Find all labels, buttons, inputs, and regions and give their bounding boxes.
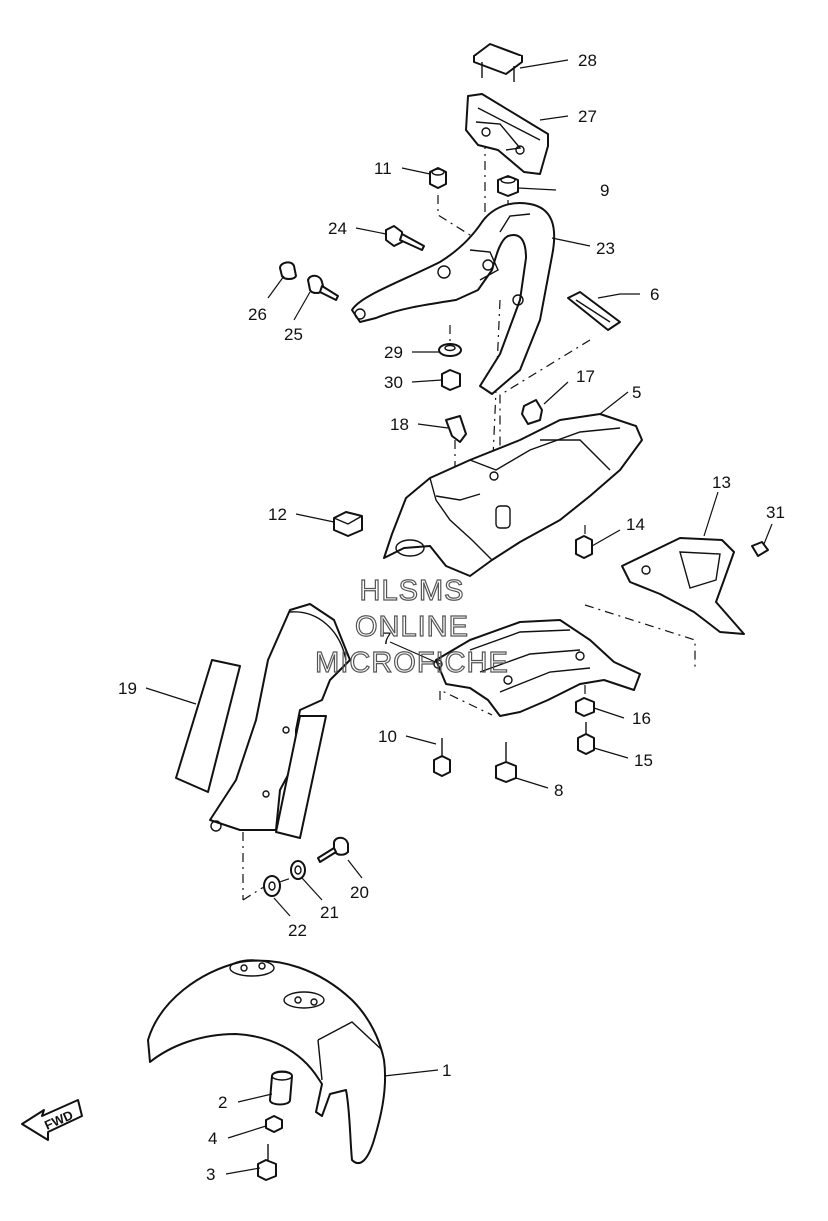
callout-31: 31 (766, 503, 785, 522)
part-6-emblem (567, 291, 621, 331)
callout-28: 28 (578, 51, 597, 70)
callout-9: 9 (600, 181, 609, 200)
part-9-nut (497, 175, 519, 197)
part-23-rear-carrier (351, 202, 556, 395)
part-27-rack-bracket (465, 93, 549, 175)
part-14-grommet (575, 535, 593, 559)
part-16-nut (575, 697, 595, 717)
part-3-bolt (257, 1144, 277, 1181)
watermark-line-1: HLSMS (360, 575, 465, 607)
part-24-bolt (385, 225, 425, 251)
callout-7: 7 (382, 629, 391, 648)
part-21-washer (290, 860, 306, 880)
watermark: HLSMS ONLINE MICROFICHE (315, 574, 509, 679)
callout-20: 20 (350, 883, 369, 902)
callout-6: 6 (650, 285, 659, 304)
part-2-collar (269, 1070, 293, 1106)
part-1-front-fender (147, 959, 387, 1165)
part-12-connector (333, 511, 363, 537)
callout-23: 23 (596, 239, 615, 258)
callout-17: 17 (576, 367, 595, 386)
callout-14: 14 (626, 515, 645, 534)
fwd-label: FWD (42, 1107, 75, 1133)
callout-19: 19 (118, 679, 137, 698)
callout-1: 1 (442, 1061, 451, 1080)
part-22-washer (263, 875, 281, 897)
callout-10: 10 (378, 727, 397, 746)
part-28-bracket-plate (473, 43, 523, 82)
callout-22: 22 (288, 921, 307, 940)
callout-27: 27 (578, 107, 597, 126)
callout-26: 26 (248, 305, 267, 324)
part-4-nut (265, 1115, 283, 1133)
part-15-bolt (577, 722, 595, 755)
callout-labels: 28 27 11 9 24 23 6 26 25 29 30 17 18 5 1… (118, 51, 785, 1184)
callout-21: 21 (320, 903, 339, 922)
callout-2: 2 (218, 1093, 227, 1112)
part-11-nut (429, 167, 447, 189)
callout-30: 30 (384, 373, 403, 392)
part-25-bolt (307, 274, 339, 301)
callout-4: 4 (208, 1129, 217, 1148)
watermark-line-3: MICROFICHE (315, 647, 509, 679)
callout-5: 5 (632, 383, 641, 402)
callout-18: 18 (390, 415, 409, 434)
part-19-inner-fender (175, 603, 351, 839)
callout-12: 12 (268, 505, 287, 524)
callout-8: 8 (554, 781, 563, 800)
callout-29: 29 (384, 343, 403, 362)
part-30-nut (441, 369, 461, 391)
part-18-clip (445, 415, 467, 443)
part-17-clip (521, 399, 543, 425)
callout-3: 3 (206, 1165, 215, 1184)
fwd-direction-arrow: FWD (21, 1099, 83, 1141)
callout-16: 16 (632, 709, 651, 728)
callout-24: 24 (328, 219, 347, 238)
callout-25: 25 (284, 325, 303, 344)
part-29-collar (438, 343, 462, 357)
part-5-rear-fender (383, 413, 643, 577)
callout-15: 15 (634, 751, 653, 770)
part-31-pad (751, 541, 769, 557)
part-26-cap-nut (279, 261, 297, 280)
part-13-tail-cover (621, 537, 745, 635)
callout-11: 11 (374, 159, 392, 178)
leader-lines (145, 59, 773, 1175)
part-20-bolt (317, 836, 349, 863)
watermark-line-2: ONLINE (355, 611, 469, 643)
part-7-inner-bracket (433, 619, 641, 717)
part-10-bolt (433, 738, 451, 777)
part-8-bolt (495, 742, 517, 783)
callout-13: 13 (712, 473, 731, 492)
